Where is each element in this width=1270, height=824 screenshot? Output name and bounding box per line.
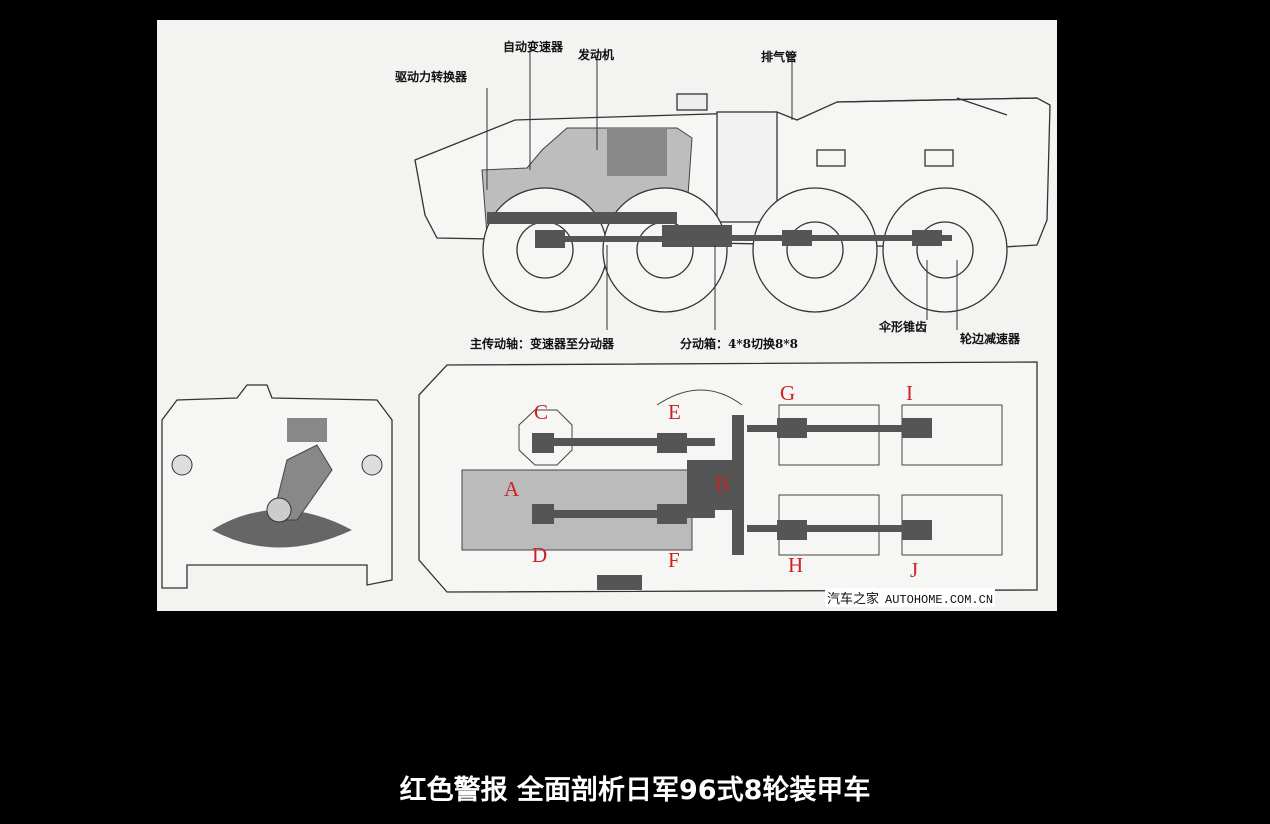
label-drive-converter: 驱动力转换器 — [395, 70, 468, 84]
marker-c: C — [534, 400, 549, 424]
video-subtitle: 红色警报 全面剖析日军96式8轮装甲车 — [399, 775, 871, 806]
vehicle-drawing — [161, 48, 1051, 593]
label-exhaust: 排气管 — [761, 50, 798, 64]
marker-a: A — [504, 477, 520, 501]
marker-f: F — [668, 548, 680, 572]
marker-b: B — [715, 472, 730, 496]
label-bevel-gear: 伞形锥齿 — [879, 320, 928, 334]
marker-d: D — [532, 543, 548, 567]
diagram-image: 驱动力转换器 自动变速器 发动机 排气管 主传动轴：变速器至分动器 分动箱：4*… — [157, 20, 1057, 611]
marker-g: G — [780, 381, 796, 405]
watermark: 汽车之家 AUTOHOME.COM.CN — [825, 588, 996, 607]
label-auto-transmission: 自动变速器 — [503, 40, 564, 54]
marker-e: E — [668, 400, 681, 424]
label-transfer-case: 分动箱：4*8切换8*8 — [680, 337, 798, 351]
watermark-en: AUTOHOME.COM.CN — [885, 593, 994, 607]
marker-h: H — [788, 553, 804, 577]
watermark-cn: 汽车之家 — [827, 592, 880, 607]
label-main-shaft: 主传动轴：变速器至分动器 — [470, 337, 615, 351]
label-engine: 发动机 — [578, 48, 615, 62]
label-hub-reducer: 轮边减速器 — [960, 332, 1021, 346]
marker-i: I — [906, 381, 913, 405]
marker-j: J — [910, 558, 919, 582]
